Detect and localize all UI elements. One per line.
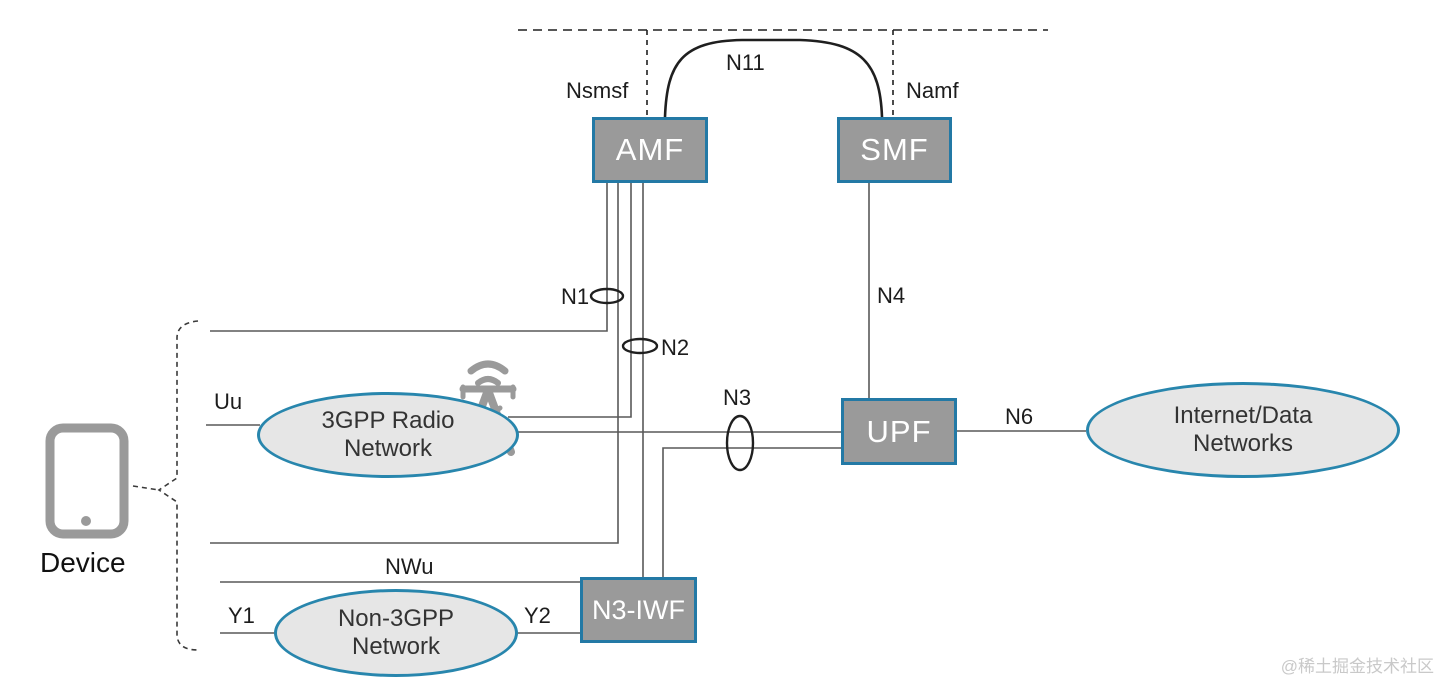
n3iwf-node: N3-IWF <box>580 577 697 643</box>
nwu-label: NWu <box>385 554 434 579</box>
namf-label: Namf <box>906 78 959 103</box>
n1-link-non3gpp <box>210 183 619 544</box>
y2-label: Y2 <box>524 603 551 628</box>
amf-node: AMF <box>592 117 708 183</box>
n11-connector <box>663 38 884 118</box>
non3gpp-cloud-line1: Non-3GPP <box>337 604 455 632</box>
n2-label: N2 <box>661 335 690 360</box>
device-brace <box>157 320 199 651</box>
smf-node: SMF <box>837 117 952 183</box>
uu-label: Uu <box>214 389 243 414</box>
device-brace-tail <box>132 485 160 491</box>
n3-bundle-ellipse <box>725 414 755 472</box>
3gpp-radio-network-cloud: 3GPP Radio Network <box>257 392 519 478</box>
n11-label: N11 <box>726 50 765 75</box>
y1-label: Y1 <box>228 603 255 628</box>
internet-cloud-line2: Networks <box>1192 430 1294 457</box>
n2-bundle-ellipse <box>621 337 659 355</box>
n3-label: N3 <box>723 385 752 410</box>
amf-label: AMF <box>615 132 685 167</box>
n3-link-n3iwf-upf <box>662 447 841 577</box>
n4-label: N4 <box>877 283 906 308</box>
device-label: Device <box>40 547 126 578</box>
upf-label: UPF <box>866 413 932 449</box>
3gpp-cloud-line2: Network <box>343 435 433 462</box>
n1-label: N1 <box>561 284 590 309</box>
upf-node: UPF <box>841 398 957 465</box>
nsmsf-label: Nsmsf <box>566 78 629 103</box>
n3iwf-label: N3-IWF <box>592 594 685 625</box>
3gpp-cloud-line1: 3GPP Radio <box>321 406 455 434</box>
smf-label: SMF <box>860 132 929 167</box>
device-icon <box>45 423 129 539</box>
n2-link-3gpp <box>508 183 632 418</box>
n1-bundle-ellipse <box>589 287 625 305</box>
internet-data-networks-cloud: Internet/Data Networks <box>1086 382 1400 478</box>
internet-cloud-line1: Internet/Data <box>1173 401 1313 429</box>
non3gpp-cloud-line2: Network <box>351 633 441 660</box>
non-3gpp-network-cloud: Non-3GPP Network <box>274 589 518 677</box>
watermark: @稀土掘金技术社区 <box>1280 657 1434 676</box>
n6-label: N6 <box>1005 404 1034 429</box>
n1-link-3gpp <box>210 183 608 332</box>
